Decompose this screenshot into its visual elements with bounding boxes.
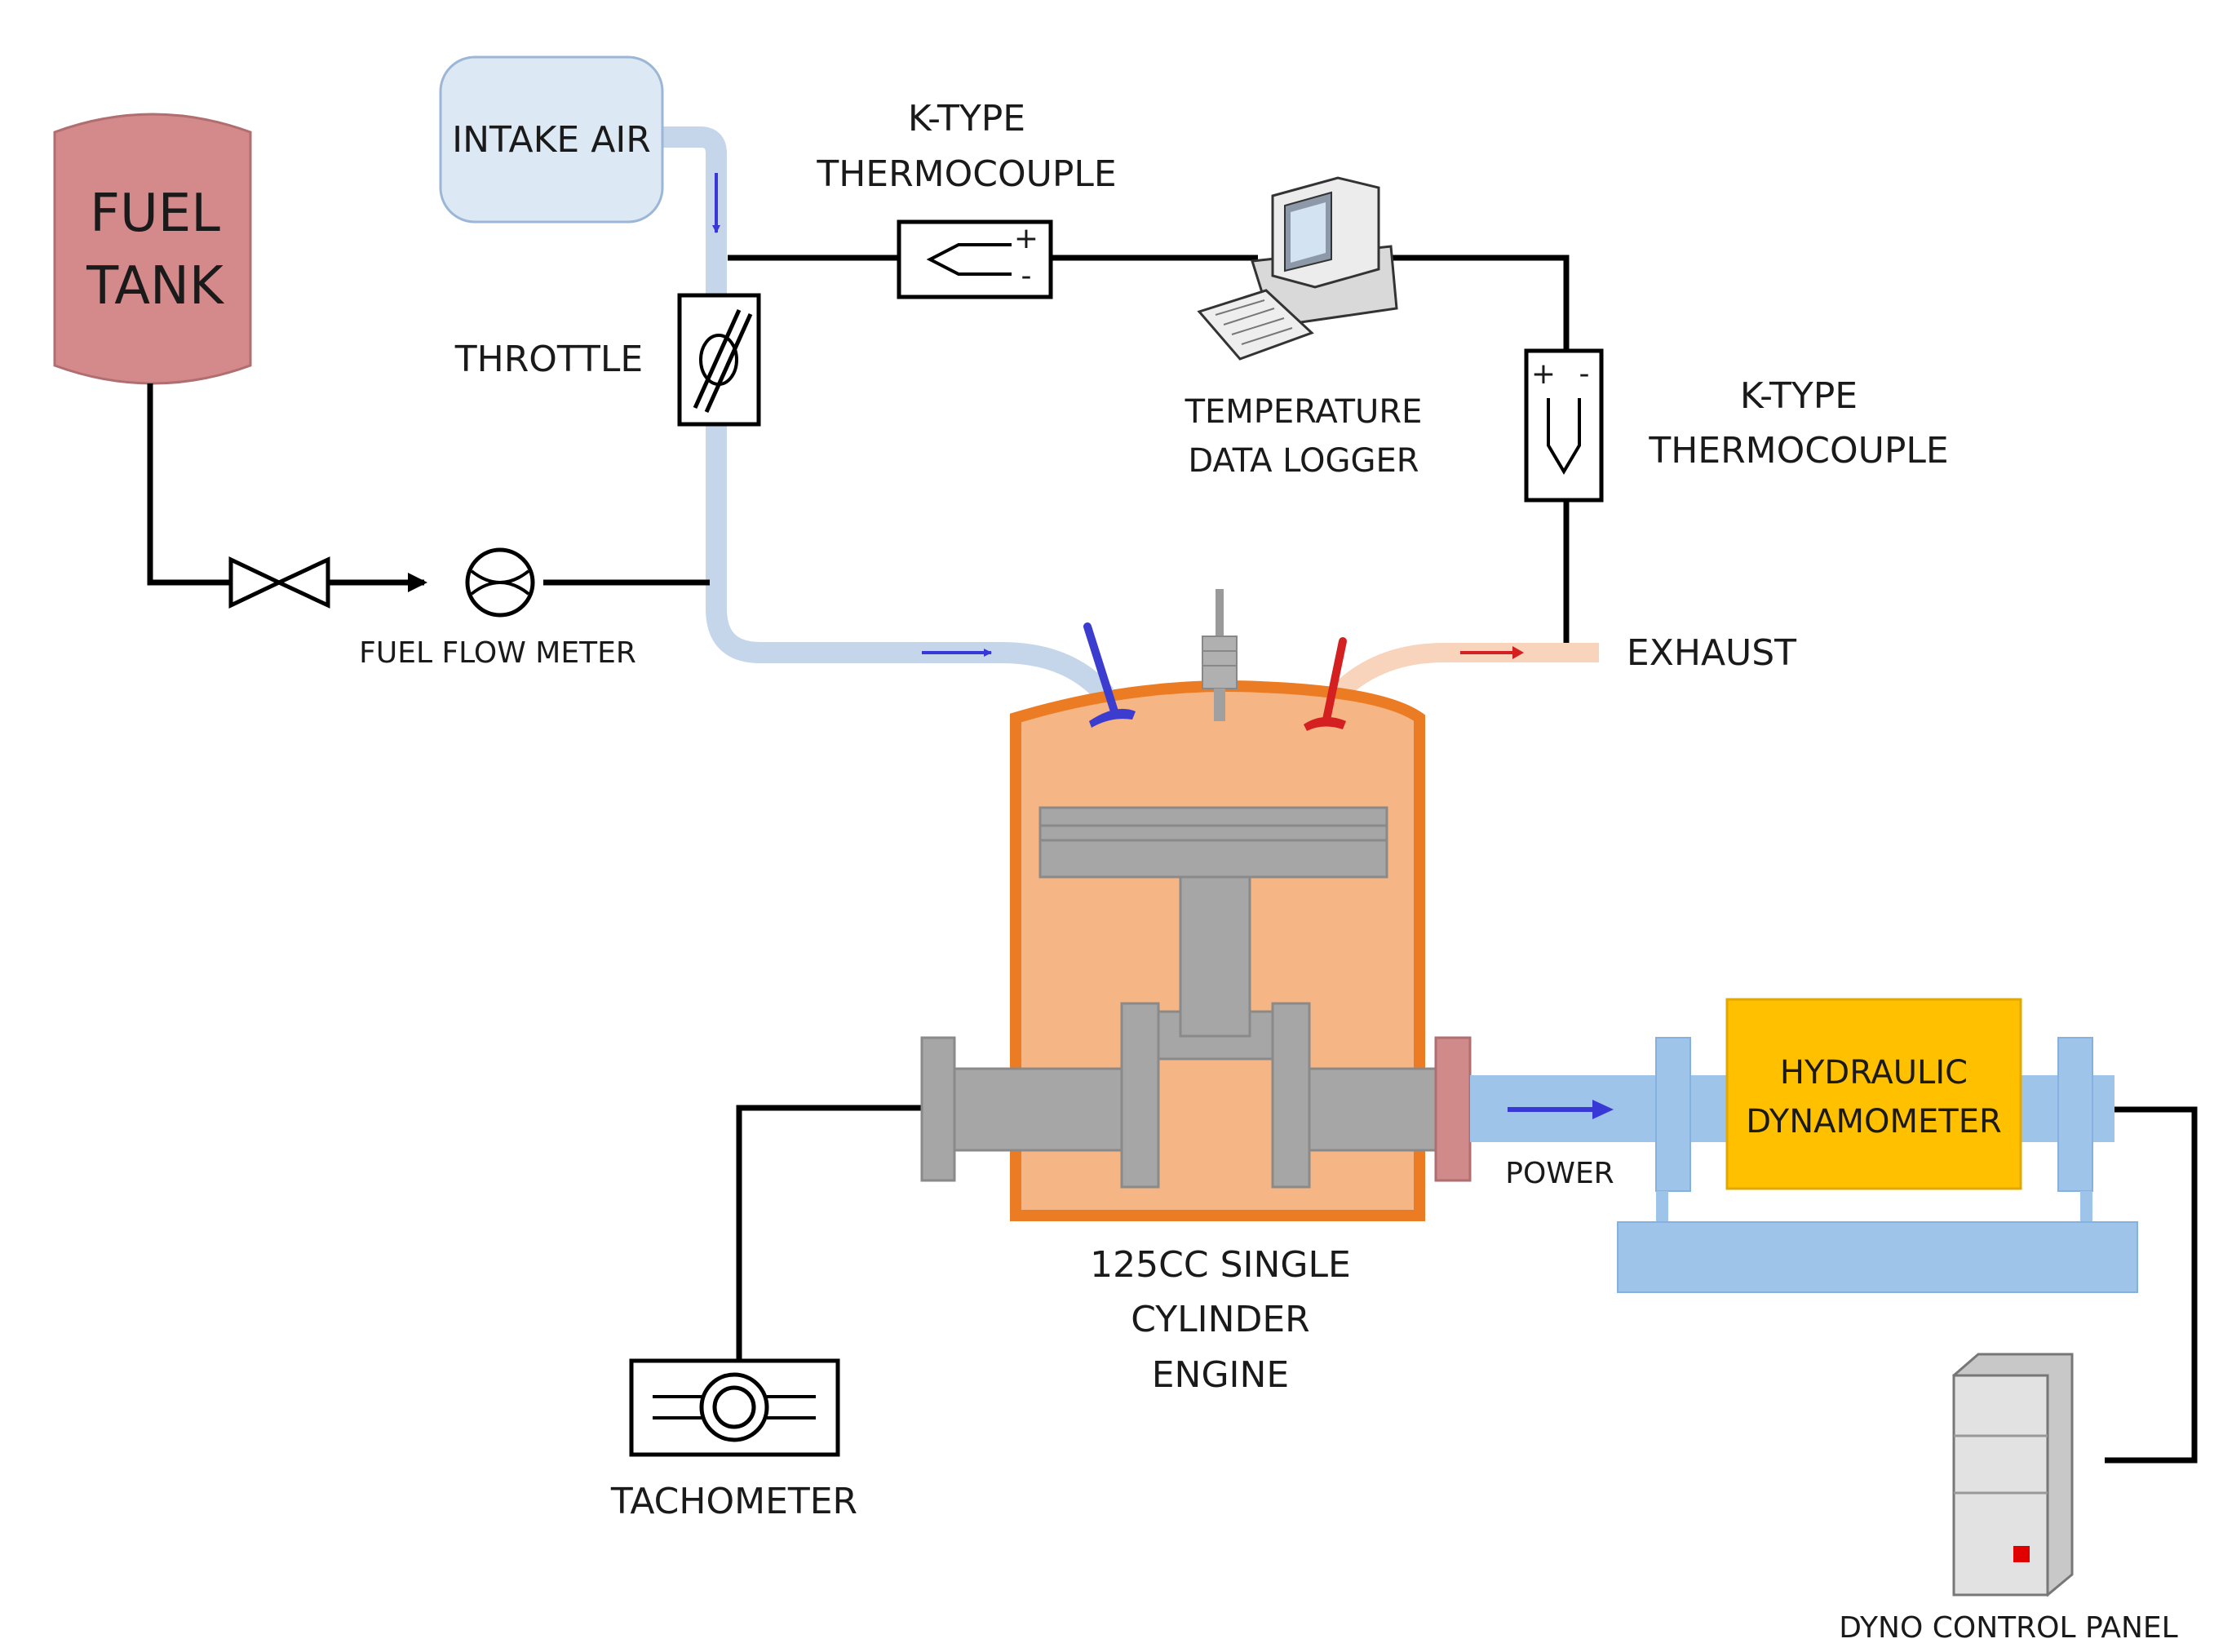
thermocouple-exhaust: + - [1524,348,1604,503]
connecting-rod [1179,875,1251,1048]
engine-label-line3: ENGINE [1152,1354,1290,1396]
throttle-label: THROTTLE [454,339,643,380]
dyno-control-panel-label: DYNO CONTROL PANEL [1839,1611,2177,1645]
intake-valve [1083,622,1136,728]
thermocouple-intake: + - [897,219,1053,299]
temp-logger-label-line1: TEMPERATURE [1185,393,1423,431]
thermocouple-intake-label-line2: THERMOCOUPLE [816,153,1116,195]
hydraulic-dynamometer: HYDRAULIC DYNAMOMETER [1725,998,2022,1190]
exhaust-valve [1304,637,1347,731]
intake-air-box: INTAKE AIR [439,55,664,224]
signal-wires [147,255,2198,1464]
thermocouple-exhaust-label-line2: THERMOCOUPLE [1648,430,1948,472]
thermocouple-exhaust-plus: + [1531,357,1556,391]
fuel-flow-arrowhead [408,573,427,592]
server-tower-icon [1952,1353,2074,1597]
temp-logger-label-line2: DATA LOGGER [1188,442,1419,480]
intake-air-pipe [659,126,1114,702]
fuel-flow-meter-label: FUEL FLOW METER [359,636,636,670]
tachometer [629,1358,840,1457]
coupling-flange [1434,1036,1472,1182]
throttle-valve [677,293,761,427]
dynamometer-label-line2: DYNAMOMETER [1746,1103,2002,1140]
thermocouple-exhaust-label-line1: K-TYPE [1740,375,1858,417]
engine-label-line2: CYLINDER [1131,1299,1309,1340]
thermocouple-intake-minus: - [1021,259,1032,293]
computer-icon [1197,176,1398,361]
power-arrow [1508,1100,1614,1119]
fuel-flow-meter [465,547,535,618]
exhaust-pipe [1331,643,1599,701]
piston-head [1038,806,1388,879]
dyno-base [1617,1221,2138,1293]
engine-label-line1: 125CC SINGLE [1090,1244,1351,1286]
fuel-valve [228,556,330,609]
tachometer-label: TACHOMETER [610,1481,857,1522]
exhaust-label: EXHAUST [1627,632,1796,674]
fuel-tank: FUEL TANK [53,113,252,385]
thermocouple-intake-plus: + [1014,222,1038,255]
thermocouple-exhaust-minus: - [1579,357,1590,391]
crankshaft [920,1002,1437,1189]
intake-air-label: INTAKE AIR [452,119,651,161]
fuel-tank-label-line1: FUEL [90,184,220,244]
crank-yoke [1120,1010,1311,1061]
power-label: POWER [1505,1157,1614,1190]
fuel-tank-label-line2: TANK [86,256,225,317]
thermocouple-intake-label-line1: K-TYPE [908,98,1025,140]
dynamometer-label-line1: HYDRAULIC [1780,1054,1968,1092]
spark-plug [1202,589,1238,721]
